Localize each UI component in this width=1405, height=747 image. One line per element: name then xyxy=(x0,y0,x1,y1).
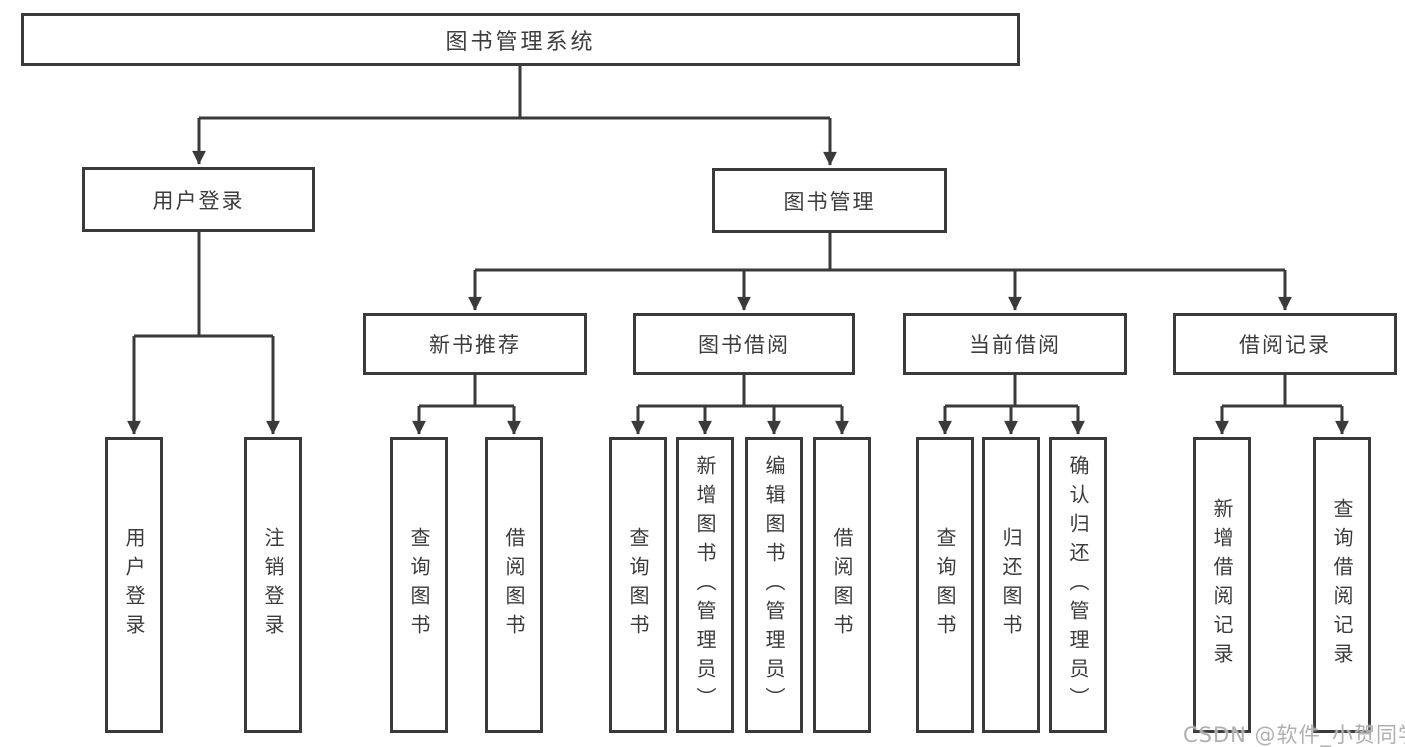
watermark: CSDN @软件_小贺同学 xyxy=(1183,723,1405,747)
leaf-user-login: 用户登录 xyxy=(105,437,163,733)
node-current-borrow: 当前借阅 xyxy=(903,313,1127,375)
leaf-query-books-borrow: 查询图书 xyxy=(609,437,667,733)
leaf-logout: 注销登录 xyxy=(244,437,302,733)
leaf-borrow-books-borrow: 借阅图书 xyxy=(813,437,871,733)
leaf-query-books-current: 查询图书 xyxy=(916,437,974,733)
leaf-add-borrow-record: 新增借阅记录 xyxy=(1193,437,1251,733)
leaf-add-book-admin: 新增图书（管理员） xyxy=(676,437,734,733)
node-book-management: 图书管理 xyxy=(712,168,947,233)
leaf-query-books-newrec: 查询图书 xyxy=(390,437,448,733)
leaf-edit-book-admin: 编辑图书（管理员） xyxy=(745,437,803,733)
leaf-return-book: 归还图书 xyxy=(982,437,1040,733)
node-borrow-record: 借阅记录 xyxy=(1173,313,1397,375)
node-user-login: 用户登录 xyxy=(82,167,315,232)
leaf-query-borrow-record: 查询借阅记录 xyxy=(1313,437,1371,733)
node-root: 图书管理系统 xyxy=(21,13,1020,66)
leaf-borrow-books-newrec: 借阅图书 xyxy=(485,437,543,733)
node-book-borrow: 图书借阅 xyxy=(633,313,855,375)
leaf-confirm-return-admin: 确认归还（管理员） xyxy=(1049,437,1107,733)
node-new-book-recommend: 新书推荐 xyxy=(363,313,587,375)
